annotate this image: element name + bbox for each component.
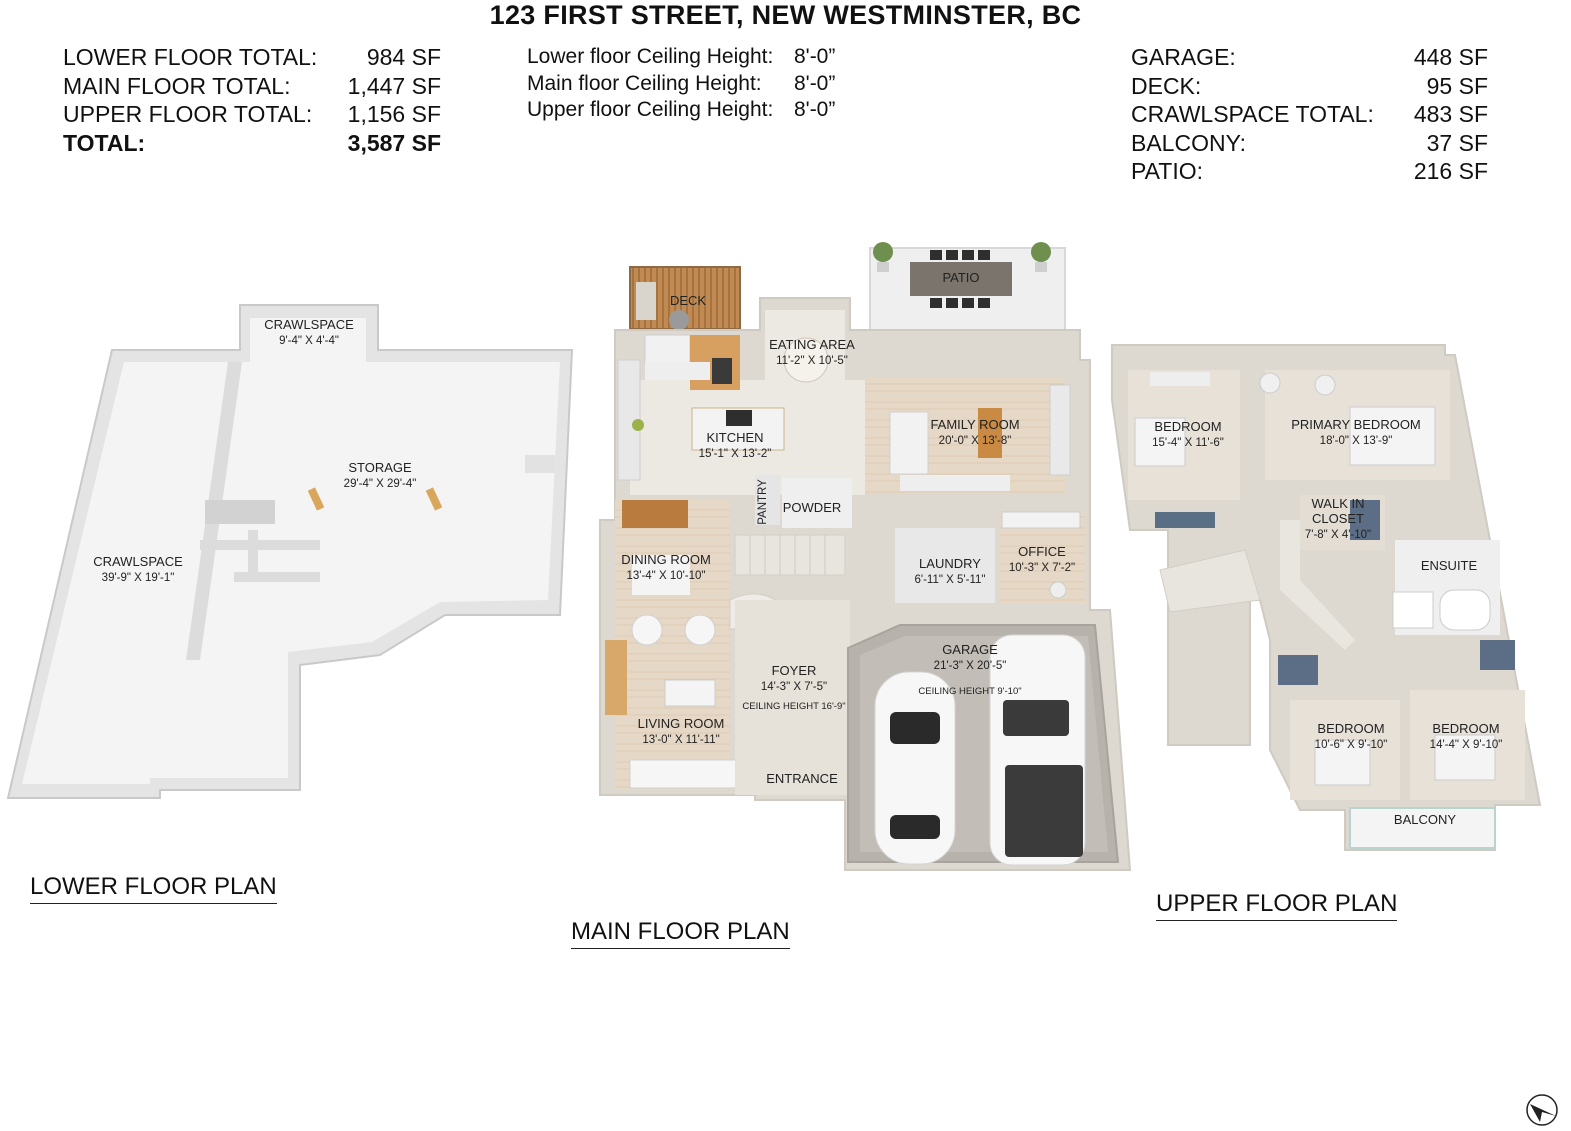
upper-floor-plan-title: UPPER FLOOR PLAN (1156, 890, 1398, 921)
label-pantry: PANTRY (757, 479, 769, 525)
label-garage-ceiling: CEILING HEIGHT 9'-10" (918, 686, 1021, 697)
other-areas-row: GARAGE: 448 SF (1131, 43, 1488, 72)
label-bedroom-2-name: BEDROOM (1317, 721, 1384, 736)
label-walk-in-closet-dim: 7'-8" X 4'-10" (1305, 529, 1371, 541)
ceiling-heights-value: 8'-0” (794, 71, 836, 95)
lower-floor-plan-title: LOWER FLOOR PLAN (30, 873, 277, 904)
label-office-name: OFFICE (1018, 544, 1066, 559)
other-areas-label: GARAGE: (1131, 44, 1236, 70)
other-areas-label: DECK: (1131, 72, 1202, 99)
floor-totals-label: TOTAL: (63, 129, 146, 156)
label-powder: POWDER (783, 500, 842, 515)
car-white (874, 671, 956, 865)
label-storage-dim: 29'-4" X 29'-4" (344, 478, 417, 490)
label-bedroom-1-name: BEDROOM (1154, 419, 1221, 434)
label-office-dim: 10'-3" X 7'-2" (1009, 562, 1075, 574)
label-bedroom-1-dim: 15'-4" X 11'-6" (1152, 437, 1224, 449)
label-eating-area-name: EATING AREA (769, 337, 855, 352)
floor-totals-value: 984 SF (366, 44, 441, 70)
label-foyer-dim: 14'-3" X 7'-5" (761, 681, 827, 693)
label-laundry-name: LAUNDRY (919, 556, 981, 571)
other-areas-row: BALCONY: 37 SF (1131, 129, 1488, 158)
label-foyer-ceiling: CEILING HEIGHT 16'-9" (742, 701, 845, 712)
ceiling-heights-label: Main floor Ceiling Height: (527, 71, 762, 95)
main-floor-plan: DECK PATIO EATING AREA 11'-2" X 10'-5" K… (599, 242, 1132, 871)
label-family-room-dim: 20'-0" X 13'-8" (939, 435, 1012, 447)
label-crawlspace-left-dim: 39'-9" X 19'-1" (102, 572, 175, 584)
label-walk-in-closet-line1: WALK IN (1312, 496, 1365, 511)
car-pickup (989, 634, 1086, 866)
label-dining-room-dim: 13'-4" X 10'-10" (626, 570, 705, 582)
lower-floor-plan: CRAWLSPACE 9'-4" X 4'-4" STORAGE 29'-4" … (6, 304, 574, 799)
floor-totals-label: UPPER FLOOR TOTAL: (63, 101, 313, 127)
label-crawlspace-left-name: CRAWLSPACE (93, 554, 183, 569)
ceiling-heights-row: Upper floor Ceiling Height: 8'-0” (527, 97, 867, 124)
label-kitchen-name: KITCHEN (706, 430, 763, 445)
label-eating-area-dim: 11'-2" X 10'-5" (776, 355, 848, 367)
label-family-room-name: FAMILY ROOM (930, 417, 1019, 432)
ceiling-heights-value: 8'-0” (794, 98, 836, 121)
other-areas-value: 37 SF (1426, 129, 1488, 156)
label-laundry-dim: 6'-11" X 5'-11" (915, 574, 986, 586)
other-areas-row: CRAWLSPACE TOTAL: 483 SF (1131, 100, 1488, 129)
floor-totals-row: UPPER FLOOR TOTAL: 1,156 SF (63, 100, 441, 129)
ceiling-heights-row: Lower floor Ceiling Height: 8'-0” (527, 44, 867, 71)
label-patio: PATIO (942, 270, 979, 285)
label-crawlspace-top-name: CRAWLSPACE (264, 317, 354, 332)
label-crawlspace-top-dim: 9'-4" X 4'-4" (279, 335, 339, 347)
upper-floor-plan: BEDROOM 15'-4" X 11'-6" PRIMARY BEDROOM … (1111, 344, 1542, 851)
other-areas-label: BALCONY: (1131, 129, 1247, 156)
label-walk-in-closet-line2: CLOSET (1312, 511, 1364, 526)
other-areas-value: 448 SF (1413, 44, 1488, 70)
label-ensuite: ENSUITE (1421, 558, 1478, 573)
ceiling-heights-row: Main floor Ceiling Height: 8'-0” (527, 71, 867, 98)
floor-totals-row: TOTAL: 3,587 SF (63, 129, 441, 158)
north-arrow-icon (1526, 1094, 1558, 1126)
other-areas-row: PATIO: 216 SF (1131, 157, 1488, 186)
label-primary-bedroom-name: PRIMARY BEDROOM (1291, 417, 1421, 432)
other-areas-label: CRAWLSPACE TOTAL: (1131, 101, 1374, 127)
label-bedroom-2-dim: 10'-6" X 9'-10" (1315, 739, 1388, 751)
label-primary-bedroom-dim: 18'-0" X 13'-9" (1320, 435, 1393, 447)
floor-totals-label: MAIN FLOOR TOTAL: (63, 72, 291, 99)
label-bedroom-3-dim: 14'-4" X 9'-10" (1430, 739, 1503, 751)
label-balcony: BALCONY (1394, 812, 1456, 827)
label-kitchen-dim: 15'-1" X 13'-2" (699, 448, 772, 460)
floor-totals-value: 1,156 SF (347, 101, 441, 127)
page-title: 123 FIRST STREET, NEW WESTMINSTER, BC (489, 0, 1082, 30)
label-living-room-name: LIVING ROOM (638, 716, 725, 731)
label-storage-name: STORAGE (348, 460, 412, 475)
label-dining-room-name: DINING ROOM (621, 552, 711, 567)
label-bedroom-3-name: BEDROOM (1432, 721, 1499, 736)
floor-totals-row: LOWER FLOOR TOTAL: 984 SF (63, 43, 441, 72)
other-areas-value: 483 SF (1413, 101, 1488, 127)
label-garage-name: GARAGE (942, 642, 998, 657)
label-entrance: ENTRANCE (766, 771, 838, 786)
floor-totals-value: 1,447 SF (347, 72, 441, 99)
label-living-room-dim: 13'-0" X 11'-11" (642, 734, 719, 746)
floor-totals-row: MAIN FLOOR TOTAL: 1,447 SF (63, 72, 441, 101)
other-areas-value: 95 SF (1426, 72, 1488, 99)
label-deck: DECK (670, 293, 706, 308)
other-areas-label: PATIO: (1131, 158, 1203, 184)
floor-totals-value: 3,587 SF (347, 129, 441, 156)
main-floor-plan-title: MAIN FLOOR PLAN (571, 918, 790, 949)
ceiling-heights-value: 8'-0” (794, 45, 836, 68)
other-areas-row: DECK: 95 SF (1131, 72, 1488, 101)
ceiling-heights: Lower floor Ceiling Height:8'-0”Main flo… (527, 44, 867, 124)
label-garage-dim: 21'-3" X 20'-5" (934, 660, 1007, 672)
label-foyer-name: FOYER (772, 663, 817, 678)
ceiling-heights-label: Lower floor Ceiling Height: (527, 45, 774, 68)
other-areas-value: 216 SF (1413, 158, 1488, 184)
floor-totals-label: LOWER FLOOR TOTAL: (63, 44, 318, 70)
ceiling-heights-label: Upper floor Ceiling Height: (527, 98, 774, 121)
